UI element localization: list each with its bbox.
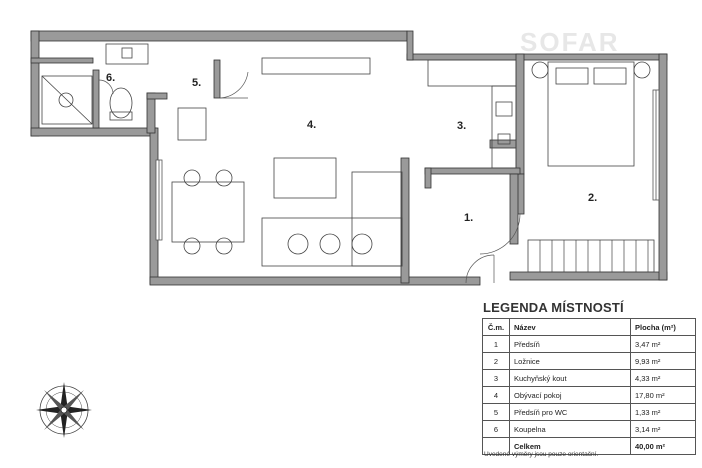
walls (30, 30, 668, 286)
windows (155, 89, 660, 241)
wall-right (658, 53, 668, 281)
room-label-1: 1. (464, 212, 474, 224)
sink (105, 43, 149, 65)
room-label-5: 5. (192, 77, 202, 89)
disclaimer-note: Uvedené výměry jsou pouze orientační. (484, 451, 599, 458)
legend-cell-num: 4 (482, 386, 510, 404)
wardrobe-lines (539, 240, 649, 272)
compass-rose-icon (36, 382, 92, 438)
wall-hallway-left (400, 157, 410, 284)
legend-cell-name: Předsíň (509, 335, 631, 353)
legend-cell-name: Předsíň pro WC (509, 403, 631, 421)
room-label-6: 6. (106, 72, 116, 84)
legend-cell-name: Ložnice (509, 352, 631, 370)
legend-total-row: Celkem 40,00 m² (482, 437, 696, 455)
dining-table (171, 181, 245, 243)
table-row: 6 Koupelna 3,14 m² (482, 420, 696, 438)
legend-cell-num: 3 (482, 369, 510, 387)
wall-top-right (406, 53, 668, 61)
bed (547, 61, 635, 167)
legend-cell-num: 5 (482, 403, 510, 421)
legend-cell-name: Koupelna (509, 420, 631, 438)
legend-cell-num: 2 (482, 352, 510, 370)
legend-cell-area: 3,14 m² (630, 420, 696, 438)
wardrobe (527, 239, 655, 273)
table-row: 1 Předsíň 3,47 m² (482, 335, 696, 353)
legend-cell-name: Kuchyňský kout (509, 369, 631, 387)
legend-cell-area: 17,80 m² (630, 386, 696, 404)
shelf (261, 57, 371, 75)
coffee-table (273, 157, 337, 199)
legend-cell-num: 6 (482, 420, 510, 438)
legend-total-area: 40,00 m² (630, 437, 696, 455)
wall-top (30, 30, 408, 42)
bedroom-furniture (527, 61, 655, 273)
bathroom-fixtures (41, 43, 207, 141)
toilet (109, 87, 133, 119)
wall-bottom (149, 276, 481, 286)
sofa (261, 217, 403, 267)
room-label-2: 2. (588, 192, 598, 204)
wall-bath-bottom (30, 127, 157, 137)
table-row: 5 Předsíň pro WC 1,33 m² (482, 403, 696, 421)
room-label-4: 4. (307, 119, 317, 131)
kitchen (261, 57, 517, 169)
legend-table: Č.m. Název Plocha (m²) 1 Předsíň 3,47 m²… (482, 318, 696, 455)
legend-header-num: Č.m. (482, 318, 510, 336)
wall-left-top (30, 30, 40, 137)
legend-header-name: Název (509, 318, 631, 336)
legend-cell-area: 9,93 m² (630, 352, 696, 370)
legend-cell-area: 4,33 m² (630, 369, 696, 387)
room-label-3: 3. (457, 120, 467, 132)
legend-header-area: Plocha (m²) (630, 318, 696, 336)
table-row: 3 Kuchyňský kout 4,33 m² (482, 369, 696, 387)
shower (41, 75, 93, 125)
washing-machine (177, 107, 207, 141)
wall-bottom-right (509, 271, 668, 281)
table-row: 2 Ložnice 9,93 m² (482, 352, 696, 370)
legend-cell-name: Obývací pokoj (509, 386, 631, 404)
watermark: SOFAR (520, 27, 620, 57)
legend-cell-area: 1,33 m² (630, 403, 696, 421)
legend-cell-area: 3,47 m² (630, 335, 696, 353)
doors (98, 71, 521, 284)
legend-title: LEGENDA MÍSTNOSTÍ (483, 300, 624, 315)
floor-plan (30, 30, 668, 286)
kitchen-counter (491, 85, 517, 169)
legend-cell-num: 1 (482, 335, 510, 353)
legend-header-row: Č.m. Název Plocha (m²) (482, 318, 696, 336)
table-row: 4 Obývací pokoj 17,80 m² (482, 386, 696, 404)
living-furniture (171, 157, 403, 267)
